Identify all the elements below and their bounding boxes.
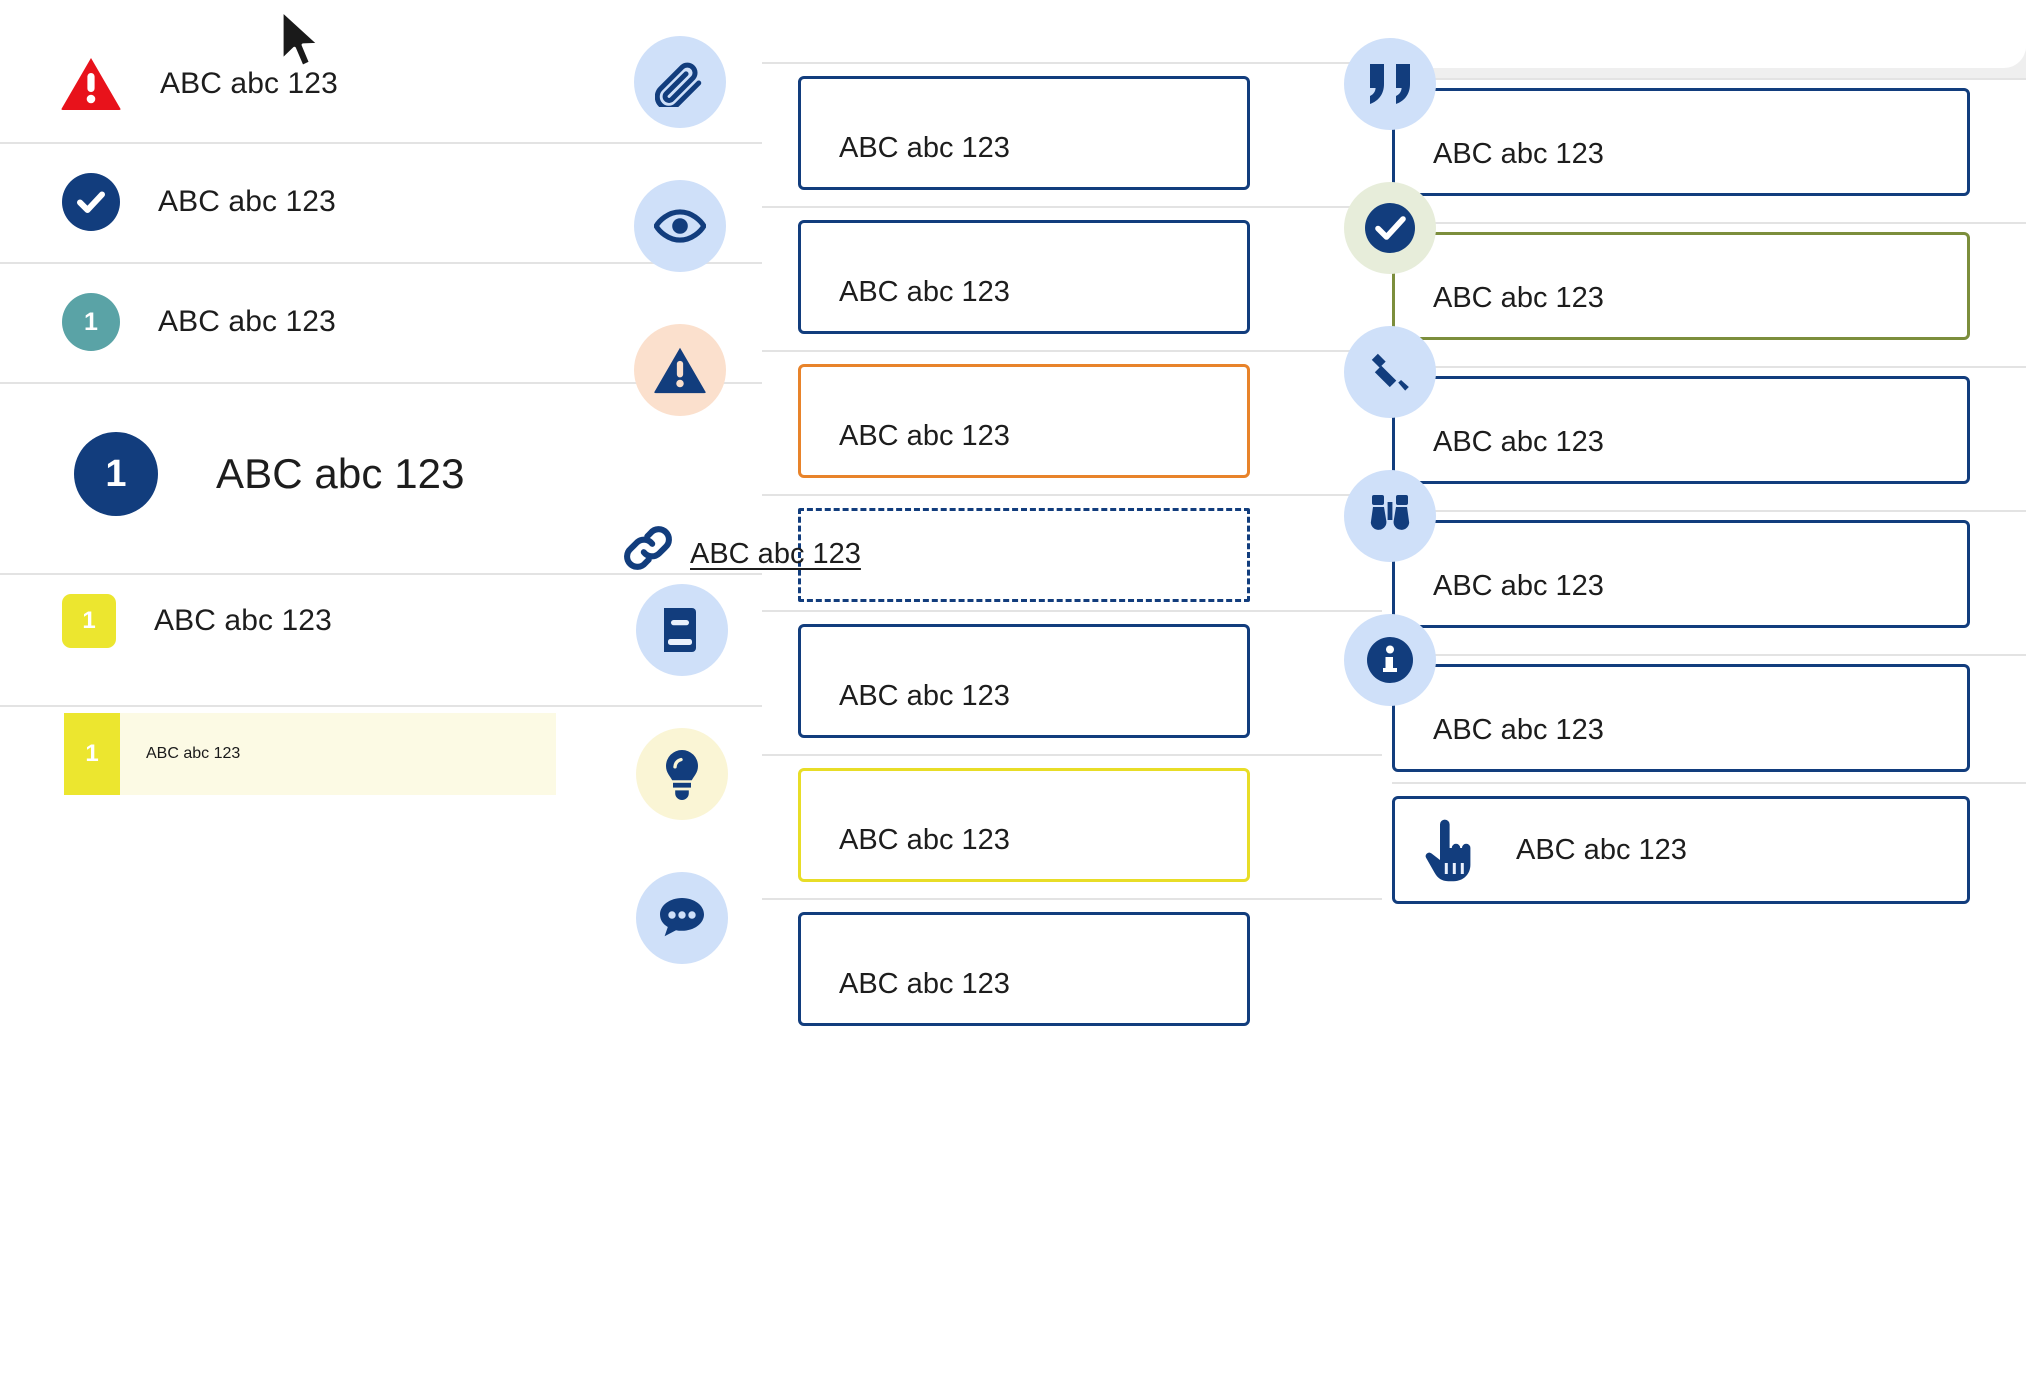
list-item-label: ABC abc 123 bbox=[158, 185, 336, 218]
card-separator bbox=[762, 206, 1382, 208]
card-label: ABC abc 123 bbox=[1433, 714, 1604, 746]
card-label: ABC abc 123 bbox=[1433, 138, 1604, 170]
list-separator bbox=[0, 382, 762, 384]
card-label: ABC abc 123 bbox=[1433, 282, 1604, 314]
list-separator bbox=[0, 142, 762, 144]
card-action[interactable] bbox=[1392, 796, 1970, 904]
card-link-label[interactable]: ABC abc 123 bbox=[690, 538, 861, 570]
card-label: ABC abc 123 bbox=[1433, 570, 1604, 602]
card-quote[interactable]: ABC abc 123 bbox=[1392, 88, 1970, 196]
list-item-yellow-number-highlighted[interactable]: 1 ABC abc 123 bbox=[64, 713, 556, 795]
chat-bubble-icon bbox=[636, 872, 728, 964]
card-label: ABC abc 123 bbox=[839, 420, 1010, 452]
mouse-cursor bbox=[278, 8, 324, 75]
card-separator bbox=[762, 494, 1382, 496]
info-circle-icon bbox=[1344, 614, 1436, 706]
number-badge-yellow: 1 bbox=[62, 594, 116, 648]
card-visibility[interactable]: ABC abc 123 bbox=[798, 220, 1250, 334]
card-label: ABC abc 123 bbox=[839, 276, 1010, 308]
list-item-warning[interactable]: ABC abc 123 bbox=[60, 56, 338, 111]
card-separator bbox=[1392, 510, 2026, 512]
card-separator bbox=[762, 898, 1382, 900]
card-label: ABC abc 123 bbox=[839, 680, 1010, 712]
eye-icon bbox=[634, 180, 726, 272]
list-item-navy-number-large[interactable]: 1 ABC abc 123 bbox=[74, 432, 465, 516]
check-circle-icon bbox=[1344, 182, 1436, 274]
list-separator bbox=[0, 573, 762, 575]
card-edit[interactable]: ABC abc 123 bbox=[1392, 376, 1970, 484]
card-label: ABC abc 123 bbox=[839, 132, 1010, 164]
list-item-label: ABC abc 123 bbox=[154, 604, 332, 637]
card-label: ABC abc 123 bbox=[839, 824, 1010, 856]
card-comment[interactable]: ABC abc 123 bbox=[798, 912, 1250, 1026]
number-badge-yellow-flat: 1 bbox=[64, 713, 120, 795]
card-idea[interactable]: ABC abc 123 bbox=[798, 768, 1250, 882]
card-separator bbox=[1392, 78, 2026, 80]
warning-triangle-icon bbox=[60, 56, 122, 111]
top-rounded-panel-inner bbox=[1392, 34, 2026, 68]
card-separator bbox=[1392, 366, 2026, 368]
check-circle-icon bbox=[62, 173, 120, 231]
top-rounded-panel bbox=[1392, 34, 2026, 80]
card-separator bbox=[1392, 222, 2026, 224]
card-info[interactable]: ABC abc 123 bbox=[1392, 664, 1970, 772]
number-badge-teal: 1 bbox=[62, 293, 120, 351]
card-book[interactable]: ABC abc 123 bbox=[798, 624, 1250, 738]
quote-icon bbox=[1344, 38, 1436, 130]
list-separator bbox=[0, 705, 762, 707]
list-item-label: ABC abc 123 bbox=[146, 745, 241, 762]
pointing-hand-icon bbox=[1420, 818, 1480, 889]
card-label: ABC abc 123 bbox=[1516, 834, 1687, 866]
card-separator bbox=[762, 62, 1382, 64]
warning-triangle-icon bbox=[634, 324, 726, 416]
list-item-label: ABC abc 123 bbox=[160, 66, 338, 100]
card-separator bbox=[1392, 654, 2026, 656]
left-list-panel: ABC abc 123 ABC abc 123 1 ABC abc 123 1 … bbox=[0, 0, 762, 1392]
lightbulb-icon bbox=[636, 728, 728, 820]
card-separator bbox=[762, 754, 1382, 756]
list-separator bbox=[0, 262, 762, 264]
card-link[interactable] bbox=[798, 508, 1250, 602]
link-icon bbox=[620, 520, 676, 581]
number-badge-navy-large: 1 bbox=[74, 432, 158, 516]
card-success[interactable]: ABC abc 123 bbox=[1392, 232, 1970, 340]
card-attachment[interactable]: ABC abc 123 bbox=[798, 76, 1250, 190]
card-observe[interactable]: ABC abc 123 bbox=[1392, 520, 1970, 628]
list-item-label: ABC abc 123 bbox=[158, 305, 336, 338]
card-separator bbox=[762, 350, 1382, 352]
card-separator bbox=[1392, 782, 2026, 784]
card-warning[interactable]: ABC abc 123 bbox=[798, 364, 1250, 478]
card-separator bbox=[762, 610, 1382, 612]
card-label: ABC abc 123 bbox=[839, 968, 1010, 1000]
paperclip-icon bbox=[634, 36, 726, 128]
list-item-teal-number[interactable]: 1 ABC abc 123 bbox=[62, 293, 336, 351]
list-item-check[interactable]: ABC abc 123 bbox=[62, 173, 336, 231]
card-label: ABC abc 123 bbox=[1433, 426, 1604, 458]
book-icon bbox=[636, 584, 728, 676]
pencil-icon bbox=[1344, 326, 1436, 418]
binoculars-icon bbox=[1344, 470, 1436, 562]
list-item-yellow-number[interactable]: 1 ABC abc 123 bbox=[62, 594, 332, 648]
list-item-label: ABC abc 123 bbox=[216, 450, 465, 497]
